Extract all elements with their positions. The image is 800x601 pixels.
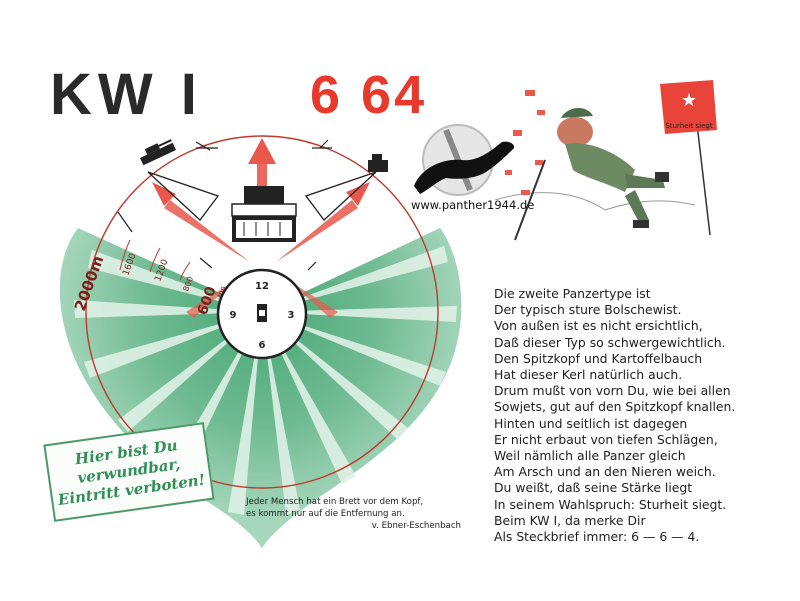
poem-line: Den Spitzkopf und Kartoffelbauch [494, 350, 703, 366]
triangle-frames [147, 147, 377, 221]
kw1-tank-icon [231, 186, 297, 242]
poem-line: Die zweite Panzertype ist [494, 286, 651, 301]
poem-line: Als Steckbrief immer: 6 — 6 — 4. [494, 529, 700, 545]
poem-line: Der typisch sture Bolschewist. [494, 302, 682, 318]
title-kw1: KW I [50, 62, 203, 127]
side-tank-icon-right [368, 154, 388, 172]
watermark-url: www.panther1944.de [411, 198, 535, 212]
quote-author: v. Ebner-Eschenbach [371, 521, 461, 531]
poem-line: Sowjets, gut auf den Spitzkopf knallen. [494, 399, 736, 415]
sector-rays [74, 246, 457, 515]
panther-logo [414, 124, 515, 196]
poem-line: Beim KW I, da merke Dir [494, 512, 646, 528]
poem-line: Drum mußt von vorn Du, wie bei allen [494, 383, 731, 399]
range-ring-2000 [85, 135, 439, 489]
quote-block: Jeder Mensch hat ein Brett vor dem Kopf,… [246, 496, 461, 532]
svg-text:12: 12 [255, 281, 269, 292]
clock-dial: 12 3 6 9 [216, 268, 308, 360]
poem-line: Am Arsch und an den Nieren weich. [494, 464, 716, 480]
poem-line: Weil nämlich alle Panzer gleich [494, 448, 686, 464]
poem-line: Hinten und seitlich ist dagegen [494, 415, 688, 431]
svg-text:6: 6 [259, 340, 266, 351]
poem-line: Du weißt, daß seine Stärke liegt [494, 480, 693, 496]
poem-line: Er nicht erbaut von tiefen Schlägen, [494, 431, 718, 447]
flag-text: Sturheit siegt [665, 122, 712, 130]
svg-text:3: 3 [288, 310, 295, 321]
poem-line: Hat dieser Kerl natürlich auch. [494, 367, 683, 383]
svg-text:★: ★ [681, 90, 697, 111]
sector-lines [117, 139, 329, 271]
code-664: 6 64 [310, 65, 428, 125]
poem-line: In seinem Wahlspruch: Sturheit siegt. [494, 496, 727, 512]
quote-line-2: es kommt nur auf die Entfernung an. [246, 509, 405, 519]
cartoon-soldier-illustration: ★ Sturheit siegt [495, 80, 717, 241]
poem-line: Daß dieser Typ so schwergewichtlich. [494, 334, 726, 350]
quote-line-1: Jeder Mensch hat ein Brett vor dem Kopf, [246, 497, 424, 507]
poem-line: Von außen ist es nicht ersichtlich, [494, 318, 703, 334]
side-tank-icon-left [140, 139, 177, 166]
poem: Die zweite Panzertype ist Der typisch st… [494, 286, 794, 545]
svg-text:9: 9 [230, 310, 237, 321]
